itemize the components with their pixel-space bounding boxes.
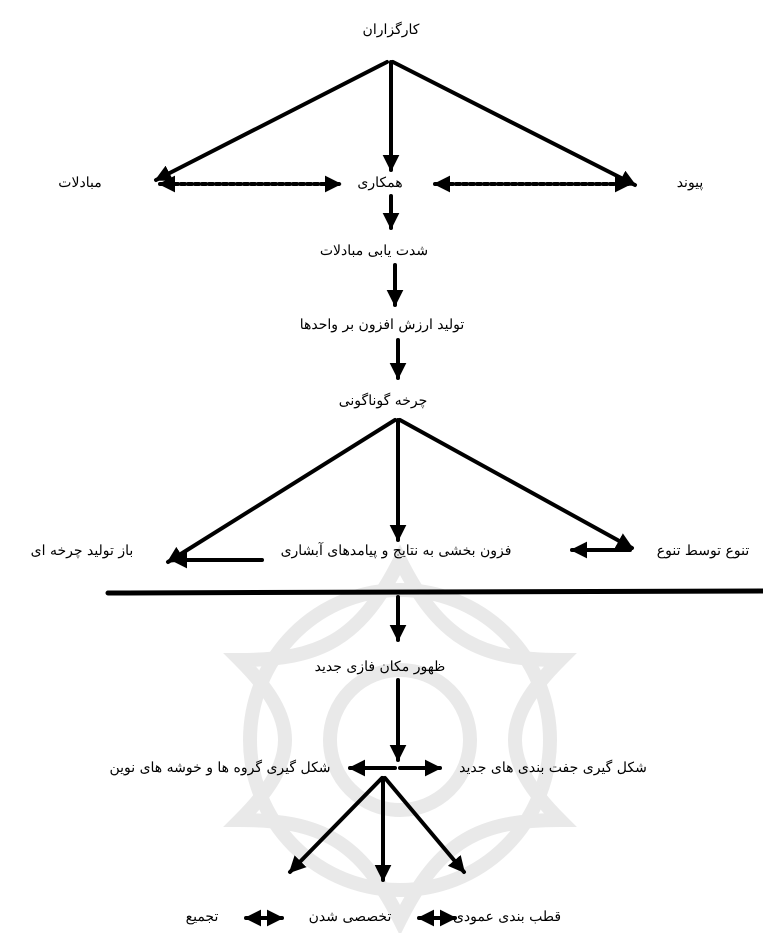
node-exchanges: مبادلات [58, 175, 102, 191]
arrow-junction-polarization [383, 776, 466, 874]
node-specialization: تخصصی شدن [308, 909, 392, 925]
node-new-groups-clusters: شکل گیری گروه ها و خوشه های نوین [109, 760, 331, 776]
node-exchange-intensification: شدت یابی مبادلات [319, 243, 429, 259]
arrow-agents-bond [391, 60, 637, 187]
node-new-phase-space: ظهور مکان فازی جدید [314, 659, 446, 675]
node-bond: پیوند [676, 175, 704, 191]
arrow-agents-exchanges [154, 60, 389, 182]
arrow-junction-agglomeration [288, 776, 384, 874]
arrow-cycle-reproduction [166, 418, 397, 564]
node-agents: کارگزاران [362, 22, 420, 38]
node-vertical-polarization: قطب بندی عمودی [452, 909, 562, 925]
section-divider [105, 588, 763, 596]
node-diversity-by-diversity: تنوع توسط تنوع [656, 543, 750, 559]
arrow-cycle-diversity [398, 418, 634, 550]
node-new-pairings: شکل گیری جفت بندی های جدید [459, 760, 647, 776]
node-cyclical-reproduction: باز تولید چرخه ای [30, 543, 134, 559]
node-cooperation: همکاری [357, 175, 403, 191]
node-agglomeration: تجمیع [185, 909, 219, 925]
node-cascade-effects: فزون بخشی به نتایج و پیامدهای آبشاری [280, 543, 512, 559]
node-value-added: تولید ارزش افزون بر واحدها [299, 317, 465, 333]
node-diversity-cycle: چرخه گوناگونی [338, 393, 428, 409]
